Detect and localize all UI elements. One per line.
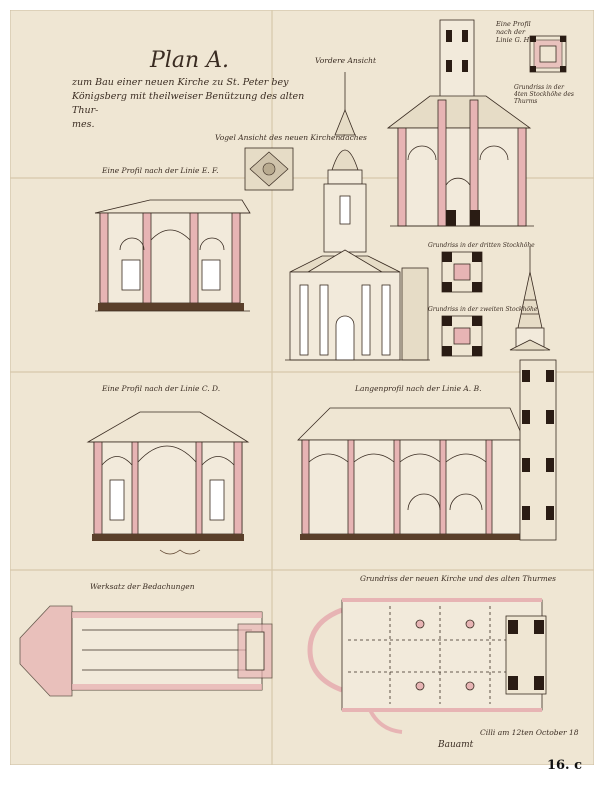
tower-plan-mid-2 <box>441 315 483 357</box>
caption-tower-section: Eine Profil nach der Linie G. H. <box>496 20 532 44</box>
subtitle-line-2: Königsberg mit theilweiser Benützung des… <box>72 91 305 116</box>
longitudinal-section-drawing <box>297 359 557 541</box>
caption-section-cd: Eine Profil nach der Linie C. D. <box>102 384 221 393</box>
tower-plan-top <box>529 35 567 73</box>
subtitle-line-1: zum Bau einer neuen Kirche zu St. Peter … <box>72 77 289 88</box>
caption-tower-plan-top: Grundriss in der 4ten Stockhöhe des Thur… <box>514 84 574 105</box>
caption-front-view: Vordere Ansicht <box>315 56 377 65</box>
plate-number: 16. c <box>546 758 582 773</box>
ground-plan-drawing <box>307 598 547 734</box>
caption-ground-plan: Grundriss der neuen Kirche und des alten… <box>360 574 557 583</box>
caption-tower-plan-mid2: Grundriss in der zweiten Stockhöhe <box>428 306 538 313</box>
caption-section-ef: Eine Profil nach der Linie E. F. <box>102 166 219 175</box>
tower-plan-mid-1 <box>441 251 483 293</box>
front-elevation-drawing <box>285 72 430 361</box>
signature: Bauamt <box>438 740 474 750</box>
section-ef-drawing <box>94 199 251 312</box>
tower-section-drawing <box>386 19 534 227</box>
architectural-drawing-sheet: Plan A. zum Bau einer neuen Kirche zu St… <box>9 9 595 766</box>
subtitle-line-3: mes. <box>72 119 95 130</box>
caption-tower-plan-mid1: Grundriss in der dritten Stockhöhe <box>428 242 535 249</box>
spire-drawing <box>509 246 551 351</box>
rosette-detail <box>244 147 294 191</box>
roof-plan-drawing <box>19 605 273 697</box>
caption-roof-plan: Werksatz der Bedachungen <box>90 582 195 591</box>
caption-longitudinal: Langenprofil nach der Linie A. B. <box>355 384 482 393</box>
caption-date-note: Cilli am 12ten October 18 <box>480 728 579 737</box>
caption-capital-detail: Vogel Ansicht des neuen Kirchendaches <box>215 133 367 142</box>
drawing-canvas <box>9 9 595 766</box>
sheet-subtitle: zum Bau einer neuen Kirche zu St. Peter … <box>72 76 317 132</box>
section-cd-drawing <box>86 411 250 555</box>
sheet-title: Plan A. <box>150 48 229 73</box>
